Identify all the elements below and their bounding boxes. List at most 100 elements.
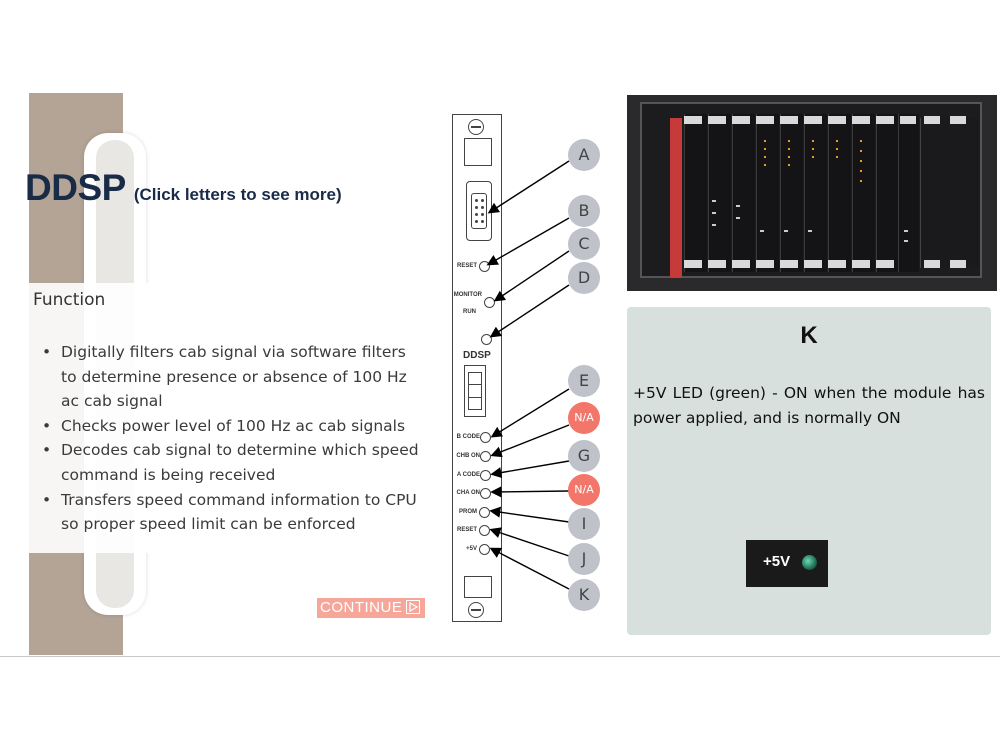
card-tab — [684, 116, 702, 124]
card-tab — [950, 116, 966, 124]
list-item: Transfers speed command information to C… — [42, 488, 422, 537]
hotspot-d[interactable]: D — [568, 262, 600, 294]
rack-led — [812, 156, 814, 158]
card-tab — [756, 116, 774, 124]
rack-card — [684, 114, 707, 272]
hotspot-a[interactable]: A — [568, 139, 600, 171]
hotspot-k[interactable]: K — [568, 579, 600, 611]
rack-led — [860, 150, 862, 152]
list-item: Checks power level of 100 Hz ac cab sign… — [42, 414, 422, 439]
info-key-letter: K — [800, 322, 818, 349]
label-chb-on: CHB ON — [456, 453, 480, 459]
screw-icon — [468, 602, 484, 618]
display-divider — [468, 397, 482, 398]
hotspot-na-2[interactable]: N/A — [568, 474, 600, 506]
rack-card — [876, 114, 899, 272]
card-tab — [876, 116, 894, 124]
rack-led — [860, 170, 862, 172]
list-item: Digitally filters cab signal via softwar… — [42, 340, 422, 414]
label-b-code: B CODE — [456, 434, 480, 440]
rack-led — [788, 148, 790, 150]
led-plus5v — [479, 544, 490, 555]
bottom-square — [464, 576, 492, 598]
card-tab — [852, 116, 870, 124]
pin — [481, 220, 484, 223]
continue-button[interactable]: CONTINUE — [317, 598, 425, 618]
card-tab — [828, 116, 846, 124]
hotspot-j[interactable]: J — [568, 543, 600, 575]
rack-red-card — [670, 118, 682, 278]
rack-power-supply — [920, 118, 979, 268]
rack-led — [788, 156, 790, 158]
slide-title: DDSP (Click letters to see more) — [25, 167, 445, 217]
faceplate-name: DDSP — [463, 350, 491, 361]
rack-card — [780, 114, 803, 272]
rack-card — [756, 114, 779, 272]
rack-led — [764, 164, 766, 166]
hotspot-e[interactable]: E — [568, 365, 600, 397]
label-reset-2: RESET — [456, 527, 477, 533]
label-plus5v: +5V — [466, 546, 477, 552]
led-photo-label: +5V — [763, 553, 791, 570]
hotspot-i[interactable]: I — [568, 508, 600, 540]
hotspot-na-1[interactable]: N/A — [568, 402, 600, 434]
hotspot-g[interactable]: G — [568, 440, 600, 472]
play-triangle-icon — [406, 600, 420, 614]
rack-led — [860, 140, 862, 142]
rack-led — [812, 140, 814, 142]
rack-led — [788, 140, 790, 142]
card-tab — [876, 260, 894, 268]
info-description: +5V LED (green) - ON when the module has… — [633, 384, 985, 427]
pin — [481, 199, 484, 202]
rack-led — [812, 148, 814, 150]
label-monitor: MONITOR — [453, 292, 482, 298]
card-tab — [804, 260, 822, 268]
label-run: RUN — [463, 309, 476, 315]
screw-icon — [468, 119, 484, 135]
rack-card — [708, 114, 731, 272]
rack-mark — [784, 230, 788, 232]
hotspot-c[interactable]: C — [568, 228, 600, 260]
led-chb-on — [480, 451, 491, 462]
title-hint: (Click letters to see more) — [133, 185, 342, 204]
card-tab — [684, 260, 702, 268]
card-tab — [900, 116, 916, 124]
card-tab — [852, 260, 870, 268]
led-reset-2 — [479, 525, 490, 536]
label-cha-on: CHA ON — [456, 490, 480, 496]
function-list: Digitally filters cab signal via softwar… — [42, 340, 422, 537]
card-tab — [804, 116, 822, 124]
card-tab — [732, 260, 750, 268]
card-tab — [924, 260, 940, 268]
rack-mark — [904, 240, 908, 242]
card-tab — [756, 260, 774, 268]
led-prom — [479, 507, 490, 518]
title-ddsp: DDSP — [25, 167, 126, 208]
card-tab — [924, 116, 940, 124]
rack-mark — [904, 230, 908, 232]
list-item: Decodes cab signal to determine which sp… — [42, 438, 422, 487]
green-led-icon — [802, 555, 817, 570]
pin — [475, 213, 478, 216]
pin — [475, 199, 478, 202]
rack-card — [852, 114, 875, 272]
led-reset — [479, 261, 490, 272]
card-tab — [708, 116, 726, 124]
faceplate-display — [464, 365, 486, 417]
pin — [475, 220, 478, 223]
hotspot-b[interactable]: B — [568, 195, 600, 227]
pin — [475, 206, 478, 209]
card-tab — [780, 116, 798, 124]
rack-mark — [736, 217, 740, 219]
rack-led — [860, 160, 862, 162]
card-tab — [828, 260, 846, 268]
rack-led — [764, 148, 766, 150]
rack-mark — [712, 212, 716, 214]
card-tab — [950, 260, 966, 268]
card-tab — [780, 260, 798, 268]
rack-led — [836, 140, 838, 142]
rack-mark — [712, 224, 716, 226]
card-tab — [732, 116, 750, 124]
rack-led — [836, 156, 838, 158]
rack-led — [836, 148, 838, 150]
